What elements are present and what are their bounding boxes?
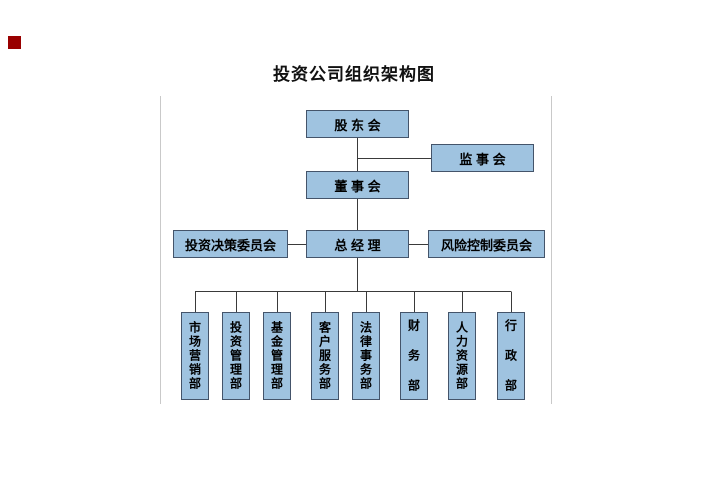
node-board-of-directors: 董 事 会 xyxy=(306,171,409,199)
node-supervisory-board: 监 事 会 xyxy=(431,144,534,172)
diagram-frame xyxy=(160,96,552,404)
node-investment-decision-committee: 投资决策委员会 xyxy=(173,230,288,258)
dept-investment-management: 投资管理部 xyxy=(222,312,250,400)
dept-fund-management: 基金管理部 xyxy=(263,312,291,400)
red-square-marker xyxy=(8,36,21,49)
dept-administration: 行 政 部 xyxy=(497,312,525,400)
dept-human-resources: 人力资源部 xyxy=(448,312,476,400)
dept-customer-service: 客户服务部 xyxy=(311,312,339,400)
node-shareholders-meeting: 股 东 会 xyxy=(306,110,409,138)
node-risk-control-committee: 风险控制委员会 xyxy=(428,230,545,258)
dept-marketing: 市场营销部 xyxy=(181,312,209,400)
page-title: 投资公司组织架构图 xyxy=(273,65,435,84)
node-general-manager: 总 经 理 xyxy=(306,230,409,258)
dept-finance: 财 务 部 xyxy=(400,312,428,400)
dept-legal-affairs: 法律事务部 xyxy=(352,312,380,400)
